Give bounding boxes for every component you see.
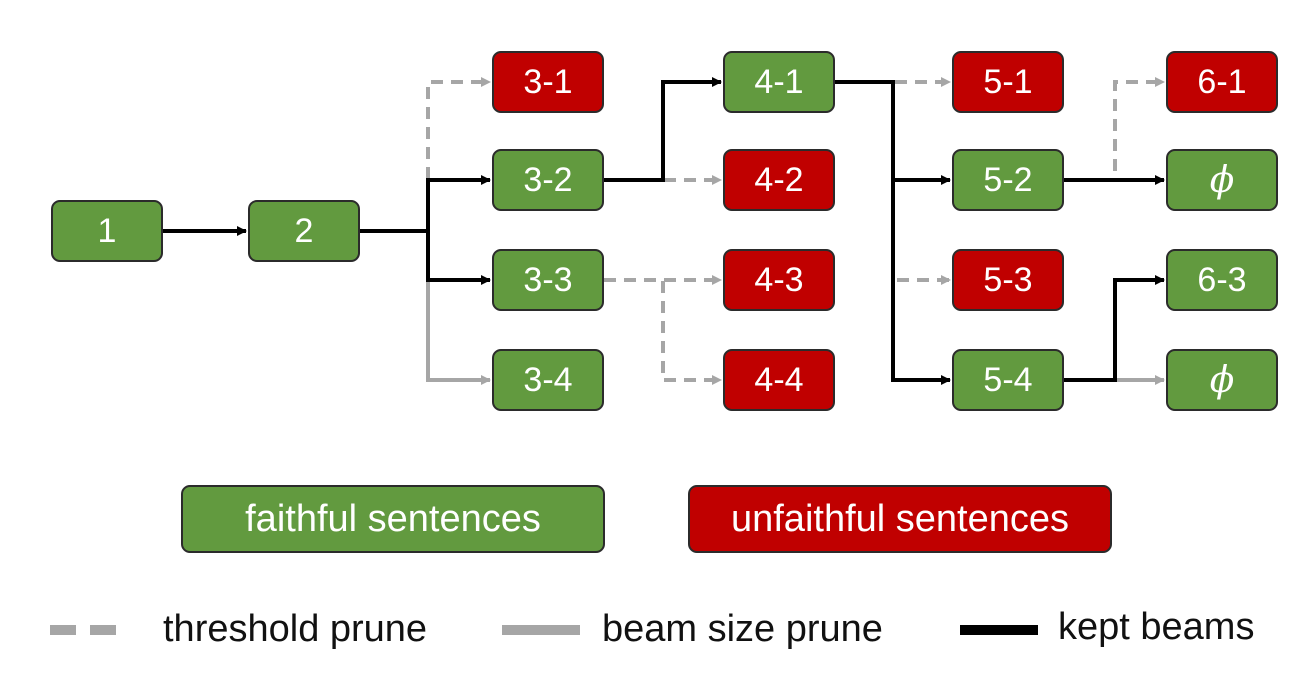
legend-faithful-sentences: faithful sentences xyxy=(181,485,605,553)
legend-beam-size-prune-label: beam size prune xyxy=(602,608,883,650)
node-5-1: 5-1 xyxy=(952,51,1064,113)
edge-4-1-to-5-4 xyxy=(835,80,951,385)
edge-3-3-to-4-4 xyxy=(604,278,722,385)
node-5-2: 5-2 xyxy=(952,149,1064,211)
edge-5-4-to-6-3 xyxy=(1064,275,1165,382)
node-5-4: 5-4 xyxy=(952,349,1064,411)
node-3-2: 3-2 xyxy=(492,149,604,211)
node-4-3: 4-3 xyxy=(723,249,835,311)
edge-5-2-to-6-1 xyxy=(1064,77,1165,182)
node-5-3: 5-3 xyxy=(952,249,1064,311)
node-4-2: 4-2 xyxy=(723,149,835,211)
legend-threshold-prune-label: threshold prune xyxy=(163,608,428,650)
node-3-3: 3-3 xyxy=(492,249,604,311)
node-4-4: 4-4 xyxy=(723,349,835,411)
node-6-4: ϕ xyxy=(1166,349,1278,411)
node-6-2: ϕ xyxy=(1166,149,1278,211)
node-3-1: 3-1 xyxy=(492,51,604,113)
node-2: 2 xyxy=(248,200,360,262)
edge-3-2-to-4-1 xyxy=(604,77,722,182)
node-6-3: 6-3 xyxy=(1166,249,1278,311)
edge-2-to-3-4 xyxy=(360,229,491,385)
edges-layer xyxy=(163,77,1165,385)
edge-2-to-3-3 xyxy=(360,229,491,285)
legend-kept-beams-label: kept beams xyxy=(1058,606,1255,648)
node-4-1: 4-1 xyxy=(723,51,835,113)
edge-2-to-3-2 xyxy=(360,175,491,233)
legend-unfaithful-sentences: unfaithful sentences xyxy=(688,485,1112,553)
edge-2-to-3-1 xyxy=(360,77,491,233)
node-6-1: 6-1 xyxy=(1166,51,1278,113)
node-1: 1 xyxy=(51,200,163,262)
node-3-4: 3-4 xyxy=(492,349,604,411)
